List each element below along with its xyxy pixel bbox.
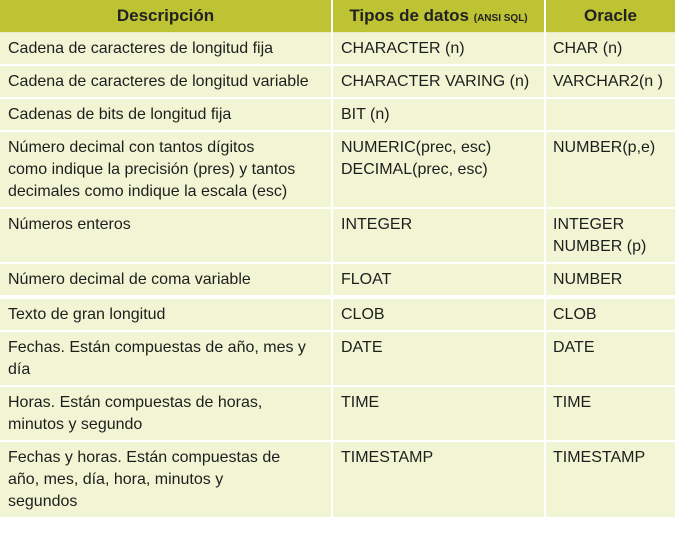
row-description-line: Cadena de caracteres de longitud fija (8, 40, 274, 57)
table-row: Número decimal con tantos dígitos como in… (0, 131, 675, 209)
table-row: Horas. Están compuestas de horas, minutos… (0, 386, 675, 442)
row-description-line: Fechas. Están compuestas de año, mes y (8, 339, 306, 356)
row-description-line: Cadena de caracteres de longitud variabl… (8, 73, 309, 90)
row-sql-type-line: TIME (341, 394, 380, 411)
row-oracle-type: INTEGER NUMBER (p) (545, 208, 675, 264)
row-description-line: Cadenas de bits de longitud fija (8, 106, 232, 123)
header-sql-types: Tipos de datos (ANSI SQL) (332, 0, 546, 33)
row-sql-type-line: DATE (341, 339, 383, 356)
row-description: Texto de gran longitud (0, 297, 333, 332)
row-oracle-type-line: NUMBER (p) (553, 238, 647, 255)
row-sql-type-line: NUMERIC(prec, esc) (341, 139, 492, 156)
row-oracle-type-line: INTEGER (553, 216, 625, 233)
table-row: Número decimal de coma variable FLOAT NUMB… (0, 263, 675, 299)
row-sql-type: NUMERIC(prec, esc) DECIMAL(prec, esc) (332, 131, 546, 209)
row-description-line: Número decimal con tantos dígitos (8, 139, 255, 156)
row-oracle-type: CHAR (n) (545, 32, 675, 66)
row-oracle-type: NUMBER (545, 263, 675, 299)
row-oracle-type: TIMESTAMP (545, 441, 675, 519)
row-description-line: Número decimal de coma variable (8, 271, 251, 288)
table-row: Fechas y horas. Están compuestas de año, … (0, 441, 675, 519)
row-oracle-type-line: TIME (553, 394, 592, 411)
row-sql-type-line: INTEGER (341, 216, 413, 233)
row-oracle-type: NUMBER(p,e) (545, 131, 675, 209)
row-sql-type-line: FLOAT (341, 271, 392, 288)
row-oracle-type-line: TIMESTAMP (553, 449, 646, 466)
header-oracle-label: Oracle (584, 6, 637, 25)
header-sql-types-label: Tipos de datos (349, 6, 470, 25)
row-oracle-type-line: VARCHAR2(n ) (553, 73, 663, 90)
row-sql-type-line: CLOB (341, 306, 385, 323)
table-row: Texto de gran longitud CLOB CLOB (0, 297, 675, 332)
row-sql-type: CLOB (332, 297, 546, 332)
row-description-line: Números enteros (8, 216, 131, 233)
row-sql-type: TIME (332, 386, 546, 442)
row-oracle-type-line: NUMBER (553, 271, 623, 288)
row-description-line: día (8, 361, 31, 378)
row-description: Número decimal con tantos dígitos como in… (0, 131, 333, 209)
table-row: Cadena de caracteres de longitud variabl… (0, 65, 675, 99)
row-sql-type-line: TIMESTAMP (341, 449, 434, 466)
row-description: Cadenas de bits de longitud fija (0, 98, 333, 132)
table-row: Fechas. Están compuestas de año, mes y dí… (0, 331, 675, 387)
row-sql-type: CHARACTER (n) (332, 32, 546, 66)
table-row: Cadena de caracteres de longitud fija CHA… (0, 32, 675, 66)
header-description: Descripción (0, 0, 333, 33)
row-oracle-type (545, 98, 675, 132)
row-description-line: como indique la precisión (pres) y tanto… (8, 161, 296, 178)
row-oracle-type-line: CHAR (n) (553, 40, 623, 57)
table-row: Cadenas de bits de longitud fija BIT (n) (0, 98, 675, 132)
row-oracle-type-line: CLOB (553, 306, 597, 323)
header-sql-types-note: (ANSI SQL) (473, 13, 528, 24)
row-description: Números enteros (0, 208, 333, 264)
data-types-table: Descripción Tipos de datos (ANSI SQL) Or… (0, 0, 675, 519)
row-oracle-type: VARCHAR2(n ) (545, 65, 675, 99)
row-oracle-type-line: NUMBER(p,e) (553, 139, 656, 156)
row-oracle-type: TIME (545, 386, 675, 442)
row-description: Número decimal de coma variable (0, 263, 333, 299)
row-description: Fechas y horas. Están compuestas de año, … (0, 441, 333, 519)
row-description-line: segundos (8, 493, 78, 510)
header-oracle: Oracle (545, 0, 675, 33)
row-oracle-type: DATE (545, 331, 675, 387)
row-sql-type-line: DECIMAL(prec, esc) (341, 161, 488, 178)
row-oracle-type-line: DATE (553, 339, 595, 356)
row-sql-type: DATE (332, 331, 546, 387)
row-sql-type: BIT (n) (332, 98, 546, 132)
header-description-label: Descripción (116, 6, 215, 25)
row-sql-type: INTEGER (332, 208, 546, 264)
row-description-line: minutos y segundo (8, 416, 143, 433)
row-description-line: Fechas y horas. Están compuestas de (8, 449, 281, 466)
row-description-line: Texto de gran longitud (8, 306, 166, 323)
row-description-line: decimales como indique la escala (esc) (8, 183, 288, 200)
table-row: Números enteros INTEGER INTEGER NUMBER (p) (0, 208, 675, 264)
row-description: Horas. Están compuestas de horas, minutos… (0, 386, 333, 442)
row-description-line: año, mes, día, hora, minutos y (8, 471, 224, 488)
row-sql-type-line: CHARACTER (n) (341, 40, 465, 57)
row-oracle-type: CLOB (545, 297, 675, 332)
row-description-line: Horas. Están compuestas de horas, (8, 394, 263, 411)
row-sql-type: FLOAT (332, 263, 546, 299)
header-row: Descripción Tipos de datos (ANSI SQL) Or… (0, 0, 675, 33)
row-sql-type-line: CHARACTER VARING (n) (341, 73, 530, 90)
row-description: Cadena de caracteres de longitud variabl… (0, 65, 333, 99)
row-sql-type: TIMESTAMP (332, 441, 546, 519)
row-description: Fechas. Están compuestas de año, mes y dí… (0, 331, 333, 387)
row-description: Cadena de caracteres de longitud fija (0, 32, 333, 66)
row-sql-type-line: BIT (n) (341, 106, 390, 123)
row-sql-type: CHARACTER VARING (n) (332, 65, 546, 99)
